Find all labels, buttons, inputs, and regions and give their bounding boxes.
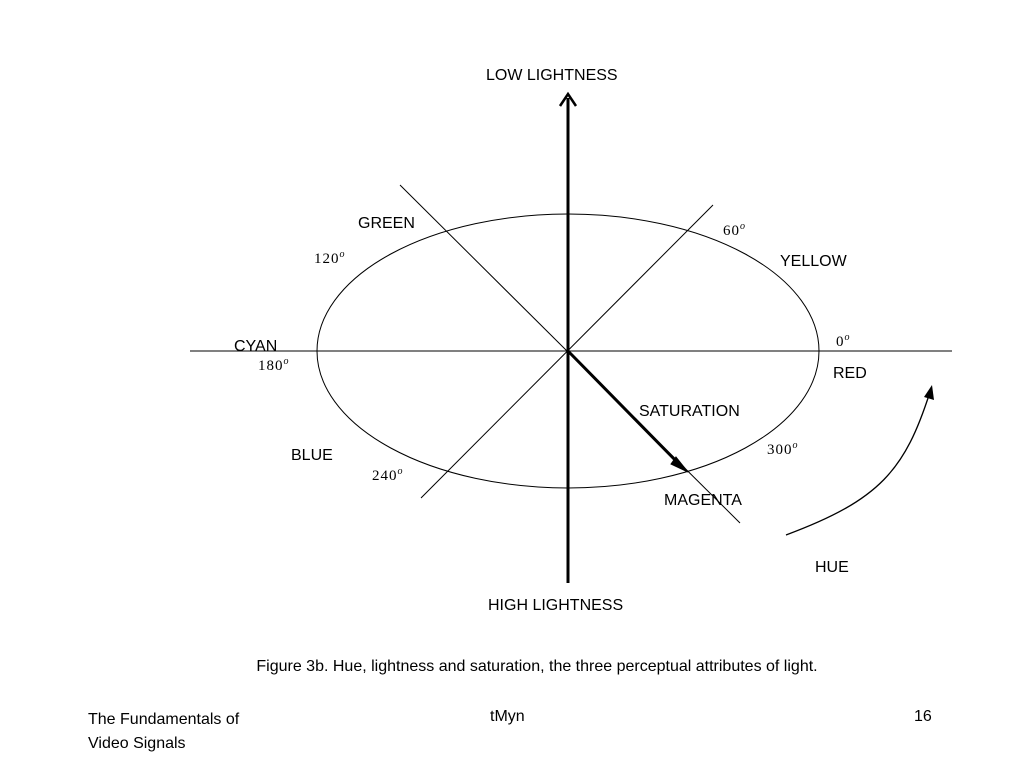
high-lightness-label: HIGH LIGHTNESS: [488, 597, 623, 614]
hue-lightness-saturation-diagram: LOW LIGHTNESS HIGH LIGHTNESS GREEN YELLO…: [190, 67, 952, 614]
hue-arrow: [785, 391, 931, 536]
angle-300-label: 300o: [767, 440, 799, 458]
angle-120-label: 120o: [314, 249, 346, 267]
footer-presentation-title: The Fundamentals of Video Signals: [88, 708, 318, 756]
saturation-label: SATURATION: [639, 403, 740, 420]
angle-240-label: 240o: [372, 466, 404, 484]
yellow-label: YELLOW: [780, 253, 848, 270]
magenta-label: MAGENTA: [664, 492, 742, 509]
footer-title-line1: The Fundamentals of: [88, 711, 240, 728]
cyan-label: CYAN: [234, 338, 277, 355]
green-label: GREEN: [358, 215, 415, 232]
footer-page-number: 16: [914, 708, 932, 725]
hue-label: HUE: [815, 559, 849, 576]
angle-60-label: 60o: [723, 221, 746, 239]
hue-arrowhead: [924, 385, 934, 400]
footer-author: tMyn: [490, 708, 525, 725]
figure-caption: Figure 3b. Hue, lightness and saturation…: [256, 658, 818, 675]
angle-180-label: 180o: [258, 356, 290, 374]
lightness-arrowhead: [558, 91, 578, 107]
low-lightness-label: LOW LIGHTNESS: [486, 67, 618, 84]
footer-title-line2: Video Signals: [88, 735, 186, 752]
saturation-arrow: [566, 349, 682, 467]
saturation-arrowhead: [670, 456, 689, 473]
red-label: RED: [833, 365, 867, 382]
angle-0-label: 0o: [836, 332, 851, 350]
blue-label: BLUE: [291, 447, 333, 464]
